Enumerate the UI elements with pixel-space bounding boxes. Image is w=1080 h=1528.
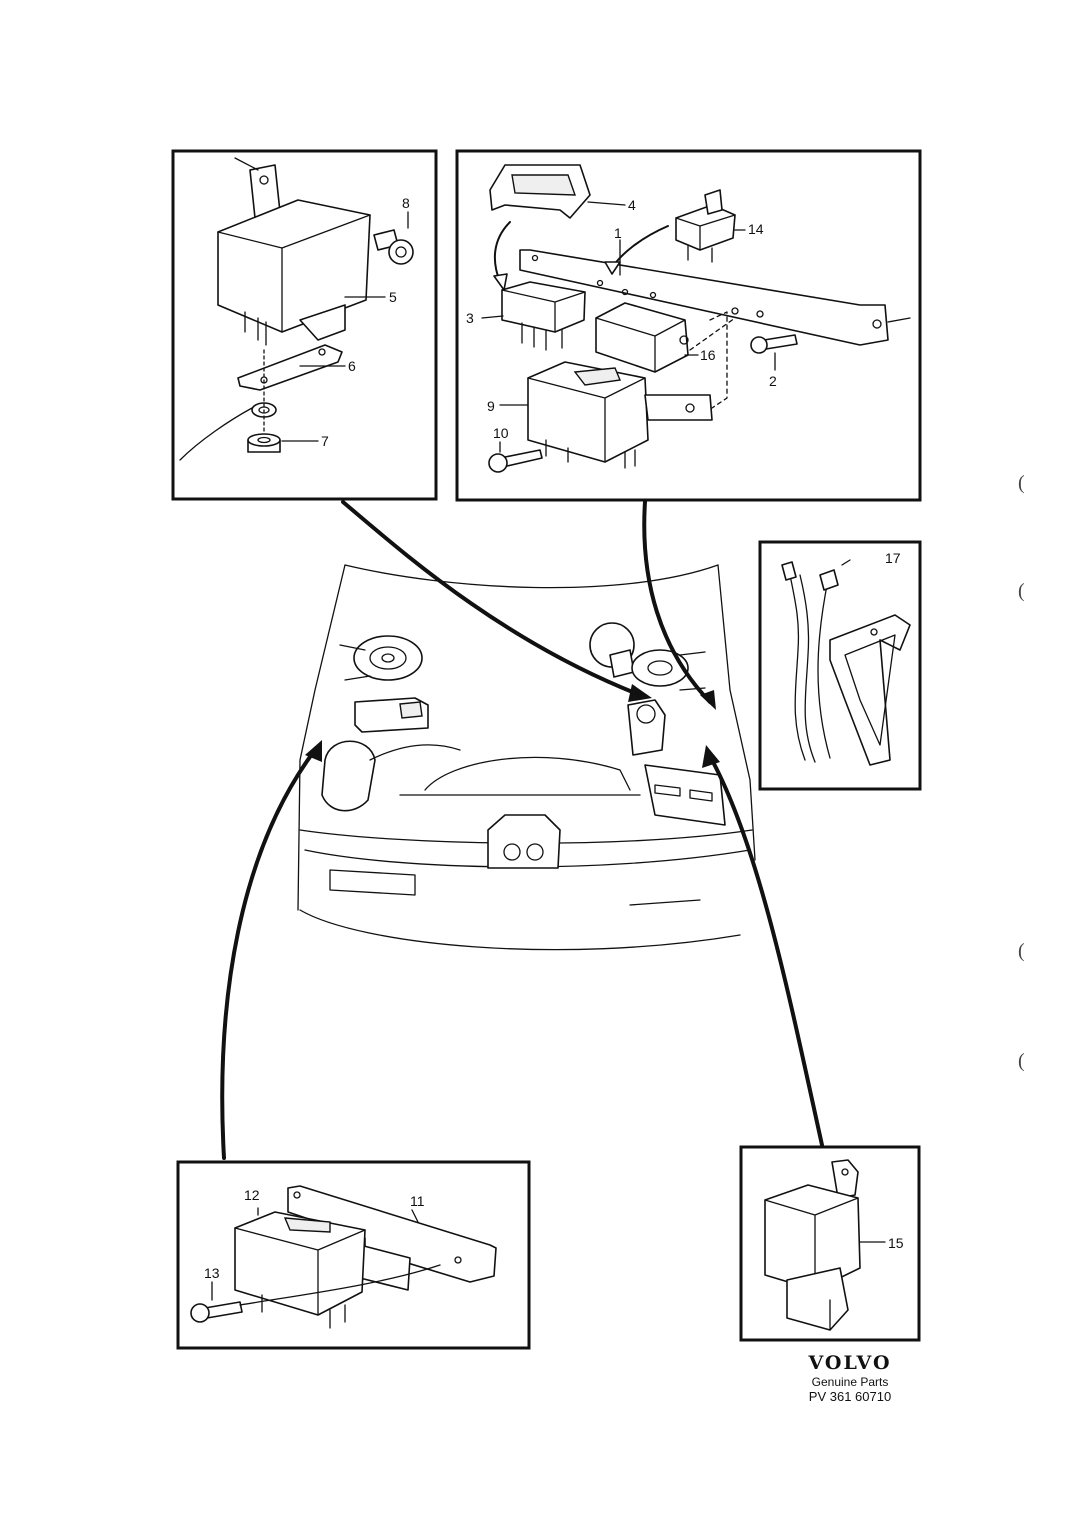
callout-2: 2	[769, 373, 777, 389]
screw-part-8	[373, 229, 414, 265]
callout-15: 15	[888, 1235, 904, 1251]
callout-11: 11	[410, 1193, 425, 1209]
margin-mark: (	[1018, 580, 1025, 602]
inset-harness: 17	[758, 540, 922, 791]
callout-9: 9	[487, 398, 495, 414]
inset-bottom-left: 12 11 13	[176, 1160, 531, 1350]
relay-part-14	[675, 189, 736, 263]
callout-1: 1	[614, 225, 622, 241]
callout-7: 7	[321, 433, 329, 449]
cover-part-4	[489, 164, 591, 219]
inset-bottom-right: 15	[739, 1145, 921, 1342]
callout-8: 8	[402, 195, 410, 211]
branding-block: VOLVO Genuine Parts PV 361 60710	[780, 1352, 920, 1404]
ground-cable	[179, 407, 253, 461]
margin-mark: (	[1018, 940, 1025, 962]
callout-5: 5	[389, 289, 397, 305]
callout-16: 16	[700, 347, 716, 363]
relay-part-16	[595, 302, 689, 373]
screw-part-13	[190, 1301, 243, 1323]
inset-top-right: 4 14 1 3 16 2 9 10	[455, 149, 922, 502]
margin-mark: (	[1018, 1050, 1025, 1072]
callout-13: 13	[204, 1265, 220, 1281]
callout-10: 10	[493, 425, 509, 441]
bracket-part-6	[237, 344, 343, 391]
part-code: PV 361 60710	[808, 1389, 892, 1404]
screw-part-10	[488, 449, 543, 473]
genuine-parts-label: Genuine Parts	[811, 1375, 889, 1389]
relay-part-9	[527, 361, 713, 469]
callout-4: 4	[628, 197, 636, 213]
callout-3: 3	[466, 310, 474, 326]
callout-6: 6	[348, 358, 356, 374]
relay-part-3	[501, 281, 586, 351]
callout-17: 17	[885, 550, 901, 566]
relay-part-15	[764, 1159, 861, 1331]
inset-top-left: 8 5 6 7	[171, 149, 438, 501]
volvo-logo: VOLVO	[808, 1352, 892, 1374]
callout-14: 14	[748, 221, 764, 237]
margin-mark: (	[1018, 472, 1025, 494]
connector-arrows	[220, 500, 824, 1160]
relay-part-12	[234, 1211, 366, 1329]
callout-12: 12	[244, 1187, 260, 1203]
harness-part-17	[781, 559, 911, 766]
engine-bay-illustration	[297, 564, 756, 951]
screw-part-2	[750, 334, 798, 354]
relay-part-5	[217, 164, 371, 346]
